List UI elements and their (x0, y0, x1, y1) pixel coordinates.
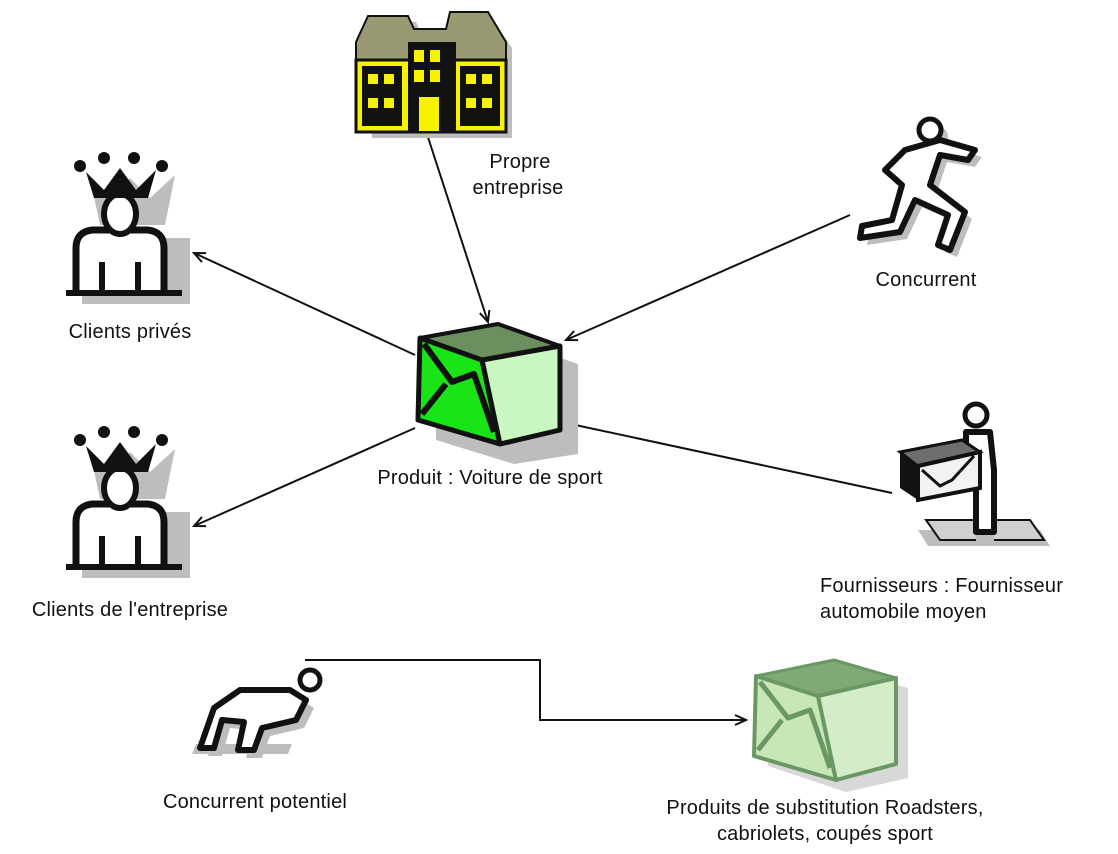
label-potential-competitor: Concurrent potentiel (162, 791, 348, 813)
label-substitutes-line1: Produits de substitution Roadsters, (666, 797, 984, 819)
label-private-clients: Clients privés (68, 321, 192, 343)
arrow-suppliers-to-product (566, 423, 893, 494)
label-substitutes-line2: cabriolets, coupés sport (716, 823, 934, 845)
label-competitor: Concurrent (875, 269, 977, 291)
label-suppliers-line1: Fournisseurs : Fournisseur (820, 575, 1064, 597)
carrier-icon (896, 401, 1050, 546)
label-company-line1: Propre (489, 151, 551, 173)
arrow-product-to-business-clients (194, 427, 416, 526)
green-box-icon (415, 322, 578, 464)
arrow-potential-competitor-to-substitutes (305, 659, 746, 720)
king-icon (66, 152, 190, 304)
sprinter-start-icon (192, 667, 323, 758)
label-business-clients: Clients de l'entreprise (31, 599, 229, 621)
arrow-company-to-product (424, 127, 488, 322)
arrow-competitor-to-product (566, 214, 851, 340)
king-icon (66, 426, 190, 578)
faded-box-icon (752, 658, 908, 792)
label-product: Produit : Voiture de sport (377, 467, 603, 489)
building-icon (354, 11, 512, 138)
runner-icon (857, 116, 982, 257)
label-suppliers-line2: automobile moyen (820, 601, 987, 623)
label-company-line2: entreprise (472, 177, 564, 199)
arrow-product-to-private-clients (194, 253, 416, 356)
